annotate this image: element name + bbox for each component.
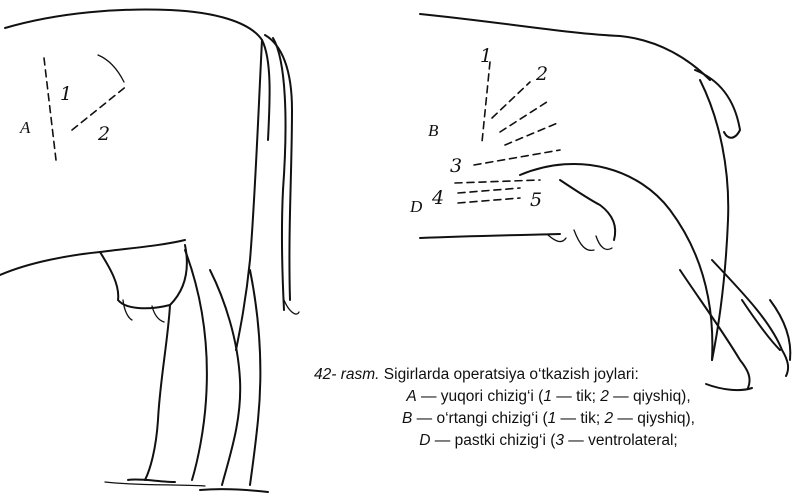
label-3-right: 3: [450, 155, 462, 177]
label-1-right: 1: [480, 45, 492, 67]
caption-line-D: D — pastki chizig‘i (3 — ventrolateral;: [300, 430, 797, 452]
caption-title: 42- rasm. Sigirlarda operatsiya o‘tkazis…: [300, 364, 797, 386]
label-4-right: 4: [431, 187, 444, 209]
figure-caption: 42- rasm. Sigirlarda operatsiya o‘tkazis…: [300, 364, 797, 452]
label-D: D: [409, 197, 423, 216]
label-2-left: 2: [97, 123, 110, 145]
right-cow-drawing: [420, 14, 790, 390]
label-5-right: 5: [530, 189, 542, 211]
caption-line-B: B — o‘rtangi chizig‘i (1 — tik; 2 — qiys…: [300, 408, 797, 430]
caption-line-A: A — yuqori chizig‘i (1 — tik; 2 — qiyshi…: [300, 386, 797, 408]
label-A: A: [19, 118, 31, 137]
caption-title-text: Sigirlarda operatsiya o‘tkazish joylari:: [384, 366, 639, 383]
label-2-right: 2: [535, 63, 548, 85]
left-cow-drawing: [0, 10, 299, 492]
label-1-left: 1: [60, 83, 72, 105]
label-B: B: [428, 121, 439, 140]
caption-figure-ref: 42- rasm.: [314, 366, 379, 383]
